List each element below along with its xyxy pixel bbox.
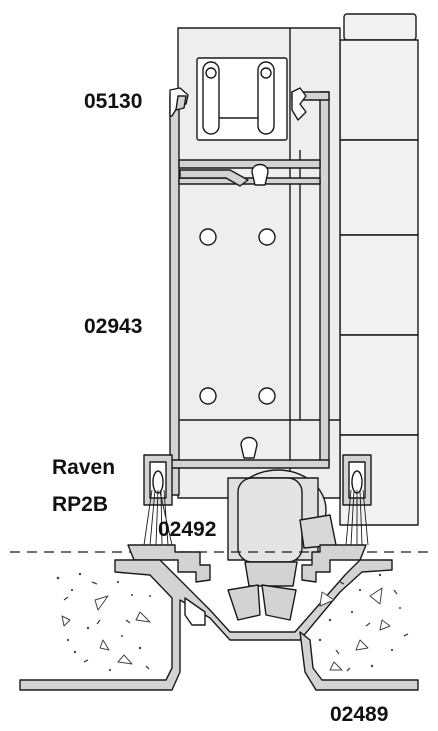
- frame-bottom-rail: [169, 459, 330, 469]
- label-track-02489: 02489: [330, 703, 389, 726]
- brush-holder-right: [342, 454, 372, 506]
- label-brush-model: RP2B: [52, 493, 109, 516]
- screw-hole: [258, 387, 276, 405]
- panel-segment: [339, 334, 419, 436]
- panel-segment: [339, 139, 419, 236]
- label-seal-05130: 05130: [84, 90, 143, 113]
- screw-hole: [258, 228, 276, 246]
- label-brush-brand: Raven: [52, 456, 116, 479]
- roller-bracket: [196, 57, 288, 141]
- frame-profile: [169, 91, 330, 496]
- top-seal: [169, 87, 307, 121]
- brush-bristles: [143, 489, 369, 546]
- screw-hole: [199, 387, 217, 405]
- concrete-dashes: [63, 581, 409, 672]
- frame-cross-rail: [178, 159, 321, 169]
- mounting-holes: [199, 228, 276, 405]
- frame-right-wall: [319, 91, 330, 468]
- concrete-left: [61, 595, 151, 665]
- panel-top-cap: [343, 13, 417, 41]
- guide-rail: [127, 544, 367, 621]
- label-guide-02492: 02492: [158, 518, 217, 541]
- door-panel-stack: [339, 13, 419, 526]
- panel-segment: [339, 234, 419, 336]
- panel-segment: [339, 39, 419, 141]
- brush-holder-left: [143, 454, 173, 506]
- concrete-right: [319, 587, 391, 671]
- roller-wheel: [227, 469, 337, 587]
- label-frame-02943: 02943: [84, 315, 143, 338]
- floor-track: [19, 559, 419, 691]
- concrete-dots: [56, 572, 401, 681]
- keyhole-clip: [240, 163, 269, 459]
- frame-left-wall: [169, 94, 180, 496]
- clip-profile: [179, 169, 249, 187]
- frame-cross-rail-2: [178, 177, 321, 185]
- screw-hole: [199, 228, 217, 246]
